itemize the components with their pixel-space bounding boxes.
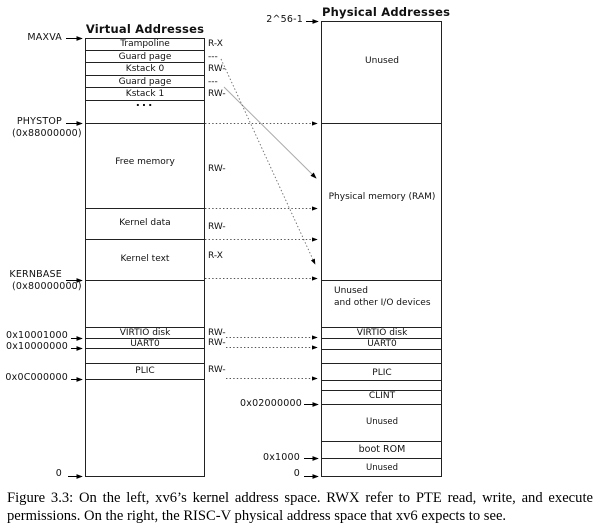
virtual-row-trampoline: Trampoline bbox=[120, 39, 170, 49]
right-address-arrows bbox=[304, 19, 319, 479]
left-address-arrows bbox=[66, 36, 83, 479]
virtual-row-uart0: UART0 bbox=[130, 338, 160, 349]
perm-free-memory: RW- bbox=[208, 164, 226, 174]
physical-box bbox=[321, 21, 442, 477]
virtual-row-kernel-text: Kernel text bbox=[120, 254, 170, 264]
perm-trampoline: R-X bbox=[208, 39, 223, 49]
virtual-row-kstack0: Kstack 0 bbox=[125, 64, 165, 74]
perm-virtio: RW- bbox=[208, 327, 226, 338]
perm-kernel-text: R-X bbox=[208, 251, 223, 261]
physical-top-address-label: 2^56-1 bbox=[266, 13, 303, 25]
perm-guard-page: --- bbox=[208, 51, 218, 62]
virtual-row-guard-page: Guard page bbox=[118, 76, 172, 87]
perm-kernel-data: RW- bbox=[208, 222, 226, 232]
virtio-address-label: 0x10001000 bbox=[5, 330, 68, 341]
kernbase-label: KERNBASE bbox=[9, 269, 62, 280]
perm-kstack1: RW- bbox=[208, 88, 226, 99]
perm-uart: RW- bbox=[208, 338, 226, 348]
physical-zero-label: 0 bbox=[293, 468, 300, 479]
physical-addresses-title: Physical Addresses bbox=[322, 5, 451, 19]
perm-guard-page: --- bbox=[208, 76, 218, 87]
virtual-box-outline bbox=[85, 38, 205, 477]
physical-row-uart0: UART0 bbox=[367, 339, 397, 349]
phystop-label: PHYSTOP bbox=[16, 116, 62, 127]
virtual-row-guard-page: Guard page bbox=[118, 51, 172, 62]
phystop-hex-label: (0x88000000) bbox=[12, 127, 82, 139]
virtual-row-ellipsis: ... bbox=[135, 96, 155, 109]
maxva-label: MAXVA bbox=[27, 32, 62, 43]
clint-address-label: 0x02000000 bbox=[240, 397, 303, 409]
physical-row-unused-bottom: Unused bbox=[365, 462, 399, 473]
perm-kstack0: RW- bbox=[208, 64, 226, 74]
physical-row-plic: PLIC bbox=[372, 368, 392, 378]
trampoline-mapping-arrow bbox=[220, 58, 316, 265]
physical-box-outline bbox=[321, 21, 442, 477]
physical-row-unused-mid: Unused bbox=[365, 417, 399, 427]
perm-plic: RW- bbox=[208, 365, 226, 375]
projection-dotted-arrows bbox=[205, 121, 318, 381]
physical-row-unused-top: Unused bbox=[365, 56, 399, 66]
virtual-row-plic: PLIC bbox=[135, 366, 155, 376]
mapping-diagonal-arrows bbox=[220, 58, 317, 265]
virtual-box-dividers bbox=[85, 50, 205, 380]
kstack-mapping-arrow bbox=[223, 86, 317, 179]
virtual-row-kstack1: Kstack 1 bbox=[125, 89, 165, 99]
physical-row-unused-io-line1: Unused bbox=[334, 286, 368, 296]
virtual-row-virtio-disk: VIRTIO disk bbox=[119, 327, 171, 338]
physical-row-unused-io-line2: and other I/O devices bbox=[334, 297, 431, 308]
virtual-row-free-memory: Free memory bbox=[115, 157, 175, 167]
virtual-box bbox=[85, 38, 205, 477]
virtual-zero-label: 0 bbox=[55, 468, 62, 479]
kernbase-hex-label: (0x80000000) bbox=[12, 280, 82, 292]
physical-row-ram: Physical memory (RAM) bbox=[328, 192, 436, 202]
bootrom-address-label: 0x1000 bbox=[262, 451, 300, 463]
figure-caption-line1: Figure 3.3: On the left, xv6’s kernel ad… bbox=[7, 490, 593, 506]
physical-row-virtio-disk: VIRTIO disk bbox=[356, 327, 408, 338]
figure-caption-line2: permissions. On the right, the RISC-V ph… bbox=[7, 508, 507, 524]
physical-row-clint: CLINT bbox=[368, 391, 396, 401]
virtual-addresses-title: Virtual Addresses bbox=[85, 22, 205, 36]
physical-row-boot-rom: boot ROM bbox=[358, 443, 406, 455]
physical-box-dividers bbox=[321, 123, 442, 459]
virtual-row-kernel-data: Kernel data bbox=[119, 218, 171, 228]
uart-address-label: 0x10000000 bbox=[5, 340, 68, 352]
plic-address-label: 0x0C000000 bbox=[5, 371, 68, 383]
